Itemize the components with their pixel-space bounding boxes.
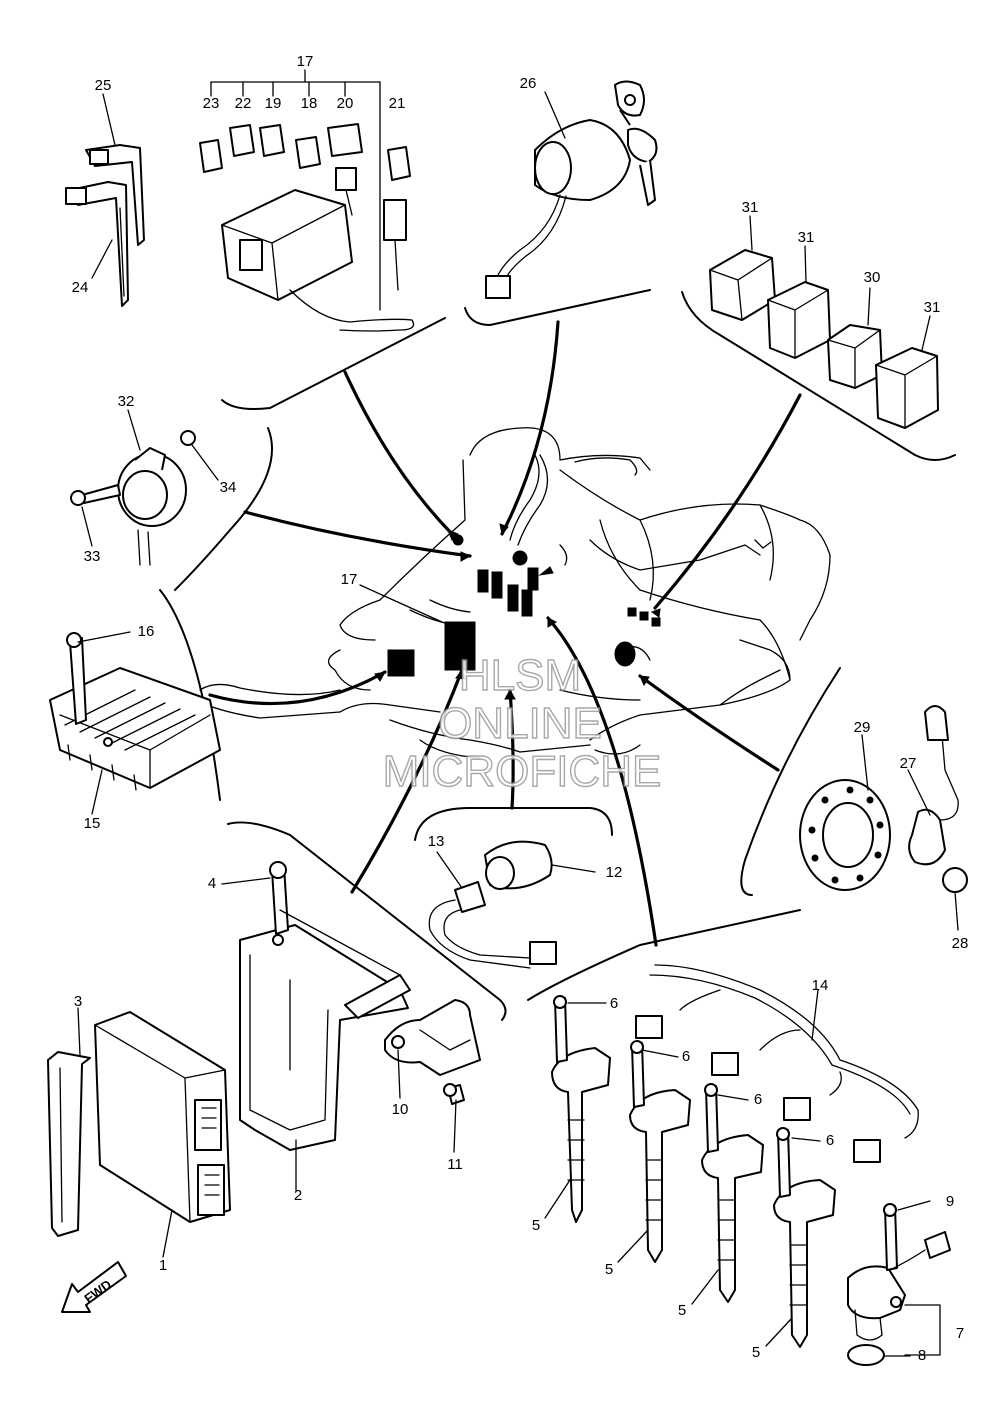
callout-31-b: 31 — [798, 229, 815, 246]
vehicle-outline — [194, 427, 831, 759]
watermark-line-1: HLSM — [459, 651, 581, 700]
callout-19: 19 — [265, 95, 282, 112]
callout-13: 13 — [428, 833, 445, 850]
main-switch-26 — [485, 80, 658, 299]
rectifier-15-16 — [49, 632, 221, 791]
sensor-32-33-34 — [70, 430, 196, 566]
callout-6-d: 6 — [826, 1132, 834, 1149]
fuse-box-17 — [199, 69, 415, 332]
forward-arrow: FWD — [61, 1261, 127, 1313]
cable-ties-24-25 — [65, 144, 145, 307]
callout-4: 4 — [208, 875, 216, 892]
callout-6-a: 6 — [610, 995, 618, 1012]
ignition-coils-5-6-14 — [551, 964, 919, 1348]
group-frames — [159, 289, 956, 1021]
callout-33: 33 — [84, 548, 101, 565]
callout-5-c: 5 — [678, 1302, 686, 1319]
callout-3: 3 — [74, 993, 82, 1010]
callout-21: 21 — [389, 95, 406, 112]
callout-31-a: 31 — [742, 199, 759, 216]
callout-27: 27 — [900, 755, 917, 772]
sensor-12-13 — [428, 840, 557, 969]
watermark-line-3: MICROFICHE — [383, 747, 662, 796]
callout-17-top: 17 — [297, 53, 314, 70]
callout-leaders — [77, 91, 959, 1357]
callout-11: 11 — [447, 1156, 463, 1173]
bracket-2-4-10-11 — [239, 861, 481, 1151]
callout-18: 18 — [301, 95, 318, 112]
callout-31-c: 31 — [924, 299, 941, 316]
callout-1: 1 — [159, 1257, 167, 1274]
watermark: HLSM ONLINE MICROFICHE — [382, 650, 662, 796]
callout-20: 20 — [337, 95, 354, 112]
callout-12: 12 — [606, 864, 623, 881]
callout-30: 30 — [864, 269, 881, 286]
callout-6-c: 6 — [754, 1091, 762, 1108]
callout-7: 7 — [956, 1325, 964, 1342]
callout-5-b: 5 — [605, 1261, 613, 1278]
callout-28: 28 — [952, 935, 969, 952]
plate-and-sensor-27-28-29 — [799, 705, 968, 893]
callout-8: 8 — [918, 1347, 926, 1364]
callout-25: 25 — [95, 77, 112, 94]
leader-lines — [208, 320, 802, 947]
callout-14: 14 — [812, 977, 829, 994]
relays-30-31 — [709, 249, 939, 429]
callout-34: 34 — [220, 479, 237, 496]
ecu-1-3 — [47, 1011, 231, 1237]
callout-16: 16 — [138, 623, 155, 640]
callout-9: 9 — [946, 1193, 954, 1210]
callout-5-a: 5 — [532, 1217, 540, 1234]
callout-24: 24 — [72, 279, 89, 296]
callout-17-vehicle: 17 — [341, 571, 358, 588]
callout-6-b: 6 — [682, 1048, 690, 1065]
callout-10: 10 — [392, 1101, 409, 1118]
callout-32: 32 — [118, 393, 135, 410]
callout-2: 2 — [294, 1187, 302, 1204]
watermark-line-2: ONLINE — [438, 699, 602, 748]
callout-23: 23 — [203, 95, 220, 112]
callout-numbers: 25 24 17 23 22 19 18 20 21 26 31 31 30 3… — [72, 53, 969, 1364]
sensor-7-8-9 — [847, 1203, 951, 1366]
callout-15: 15 — [84, 815, 101, 832]
callout-29: 29 — [854, 719, 871, 736]
callout-22: 22 — [235, 95, 252, 112]
callout-26: 26 — [520, 75, 537, 92]
callout-5-d: 5 — [752, 1344, 760, 1361]
